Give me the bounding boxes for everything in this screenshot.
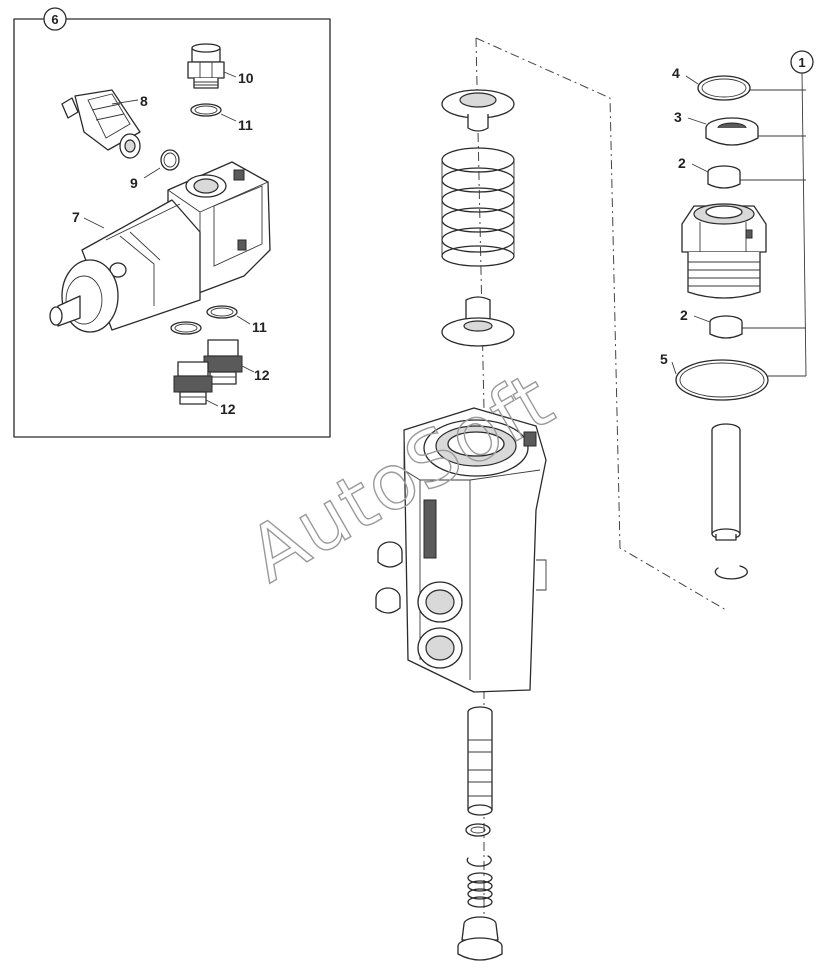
- callout-6-circle: [43, 7, 67, 31]
- seal-3: [705, 117, 759, 146]
- bushing-2-top: [707, 165, 741, 189]
- valve-body: [403, 407, 547, 693]
- snap-ring-right: [714, 565, 748, 580]
- kit-1-bracket: [801, 72, 807, 377]
- callout-2-bottom: 2: [680, 307, 688, 323]
- o-ring-9: [160, 149, 180, 171]
- pressure-switch-8: [61, 89, 141, 159]
- o-ring-11-bottom-right: [206, 305, 238, 319]
- o-ring-11-top: [190, 103, 222, 117]
- end-plug: [457, 916, 503, 961]
- o-ring-11-bottom-left: [170, 321, 202, 335]
- callout-7: 7: [72, 209, 80, 225]
- spring-seat-bottom: [441, 296, 515, 347]
- spring-small: [467, 872, 493, 908]
- cap-nut: [681, 203, 767, 299]
- callout-8: 8: [140, 93, 148, 109]
- ring-4: [697, 75, 751, 101]
- fitting-12-right: [203, 339, 243, 385]
- body-nameplate: [423, 499, 437, 559]
- washer-lower: [465, 823, 491, 837]
- inset-assembly-6: 6 10 11 8: [13, 7, 331, 438]
- callout-4: 4: [672, 65, 680, 81]
- callout-3: 3: [674, 109, 682, 125]
- callout-12-right: 12: [254, 367, 270, 383]
- callout-11-bottom: 11: [252, 319, 267, 335]
- o-ring-5: [675, 359, 769, 401]
- callout-9: 9: [130, 175, 138, 191]
- spring: [441, 147, 515, 267]
- inset-frame: [13, 18, 331, 438]
- plug-lower: [375, 587, 401, 614]
- callout-1: 1: [798, 55, 805, 70]
- callout-12-left: 12: [220, 401, 236, 417]
- spool: [467, 706, 493, 816]
- callout-10: 10: [238, 70, 254, 86]
- spring-seat-top: [441, 89, 515, 132]
- plunger-pin: [711, 423, 741, 541]
- callout-6: 6: [51, 12, 58, 27]
- plug-upper: [377, 541, 403, 568]
- snap-ring-lower: [466, 855, 492, 867]
- callout-11-top: 11: [238, 117, 253, 133]
- fitting-12-left: [173, 361, 213, 405]
- bushing-2-bottom: [709, 315, 743, 339]
- callout-5: 5: [660, 351, 668, 367]
- fitting-10: [187, 43, 225, 89]
- callout-2-top: 2: [678, 155, 686, 171]
- solenoid-valve-7: [49, 161, 271, 333]
